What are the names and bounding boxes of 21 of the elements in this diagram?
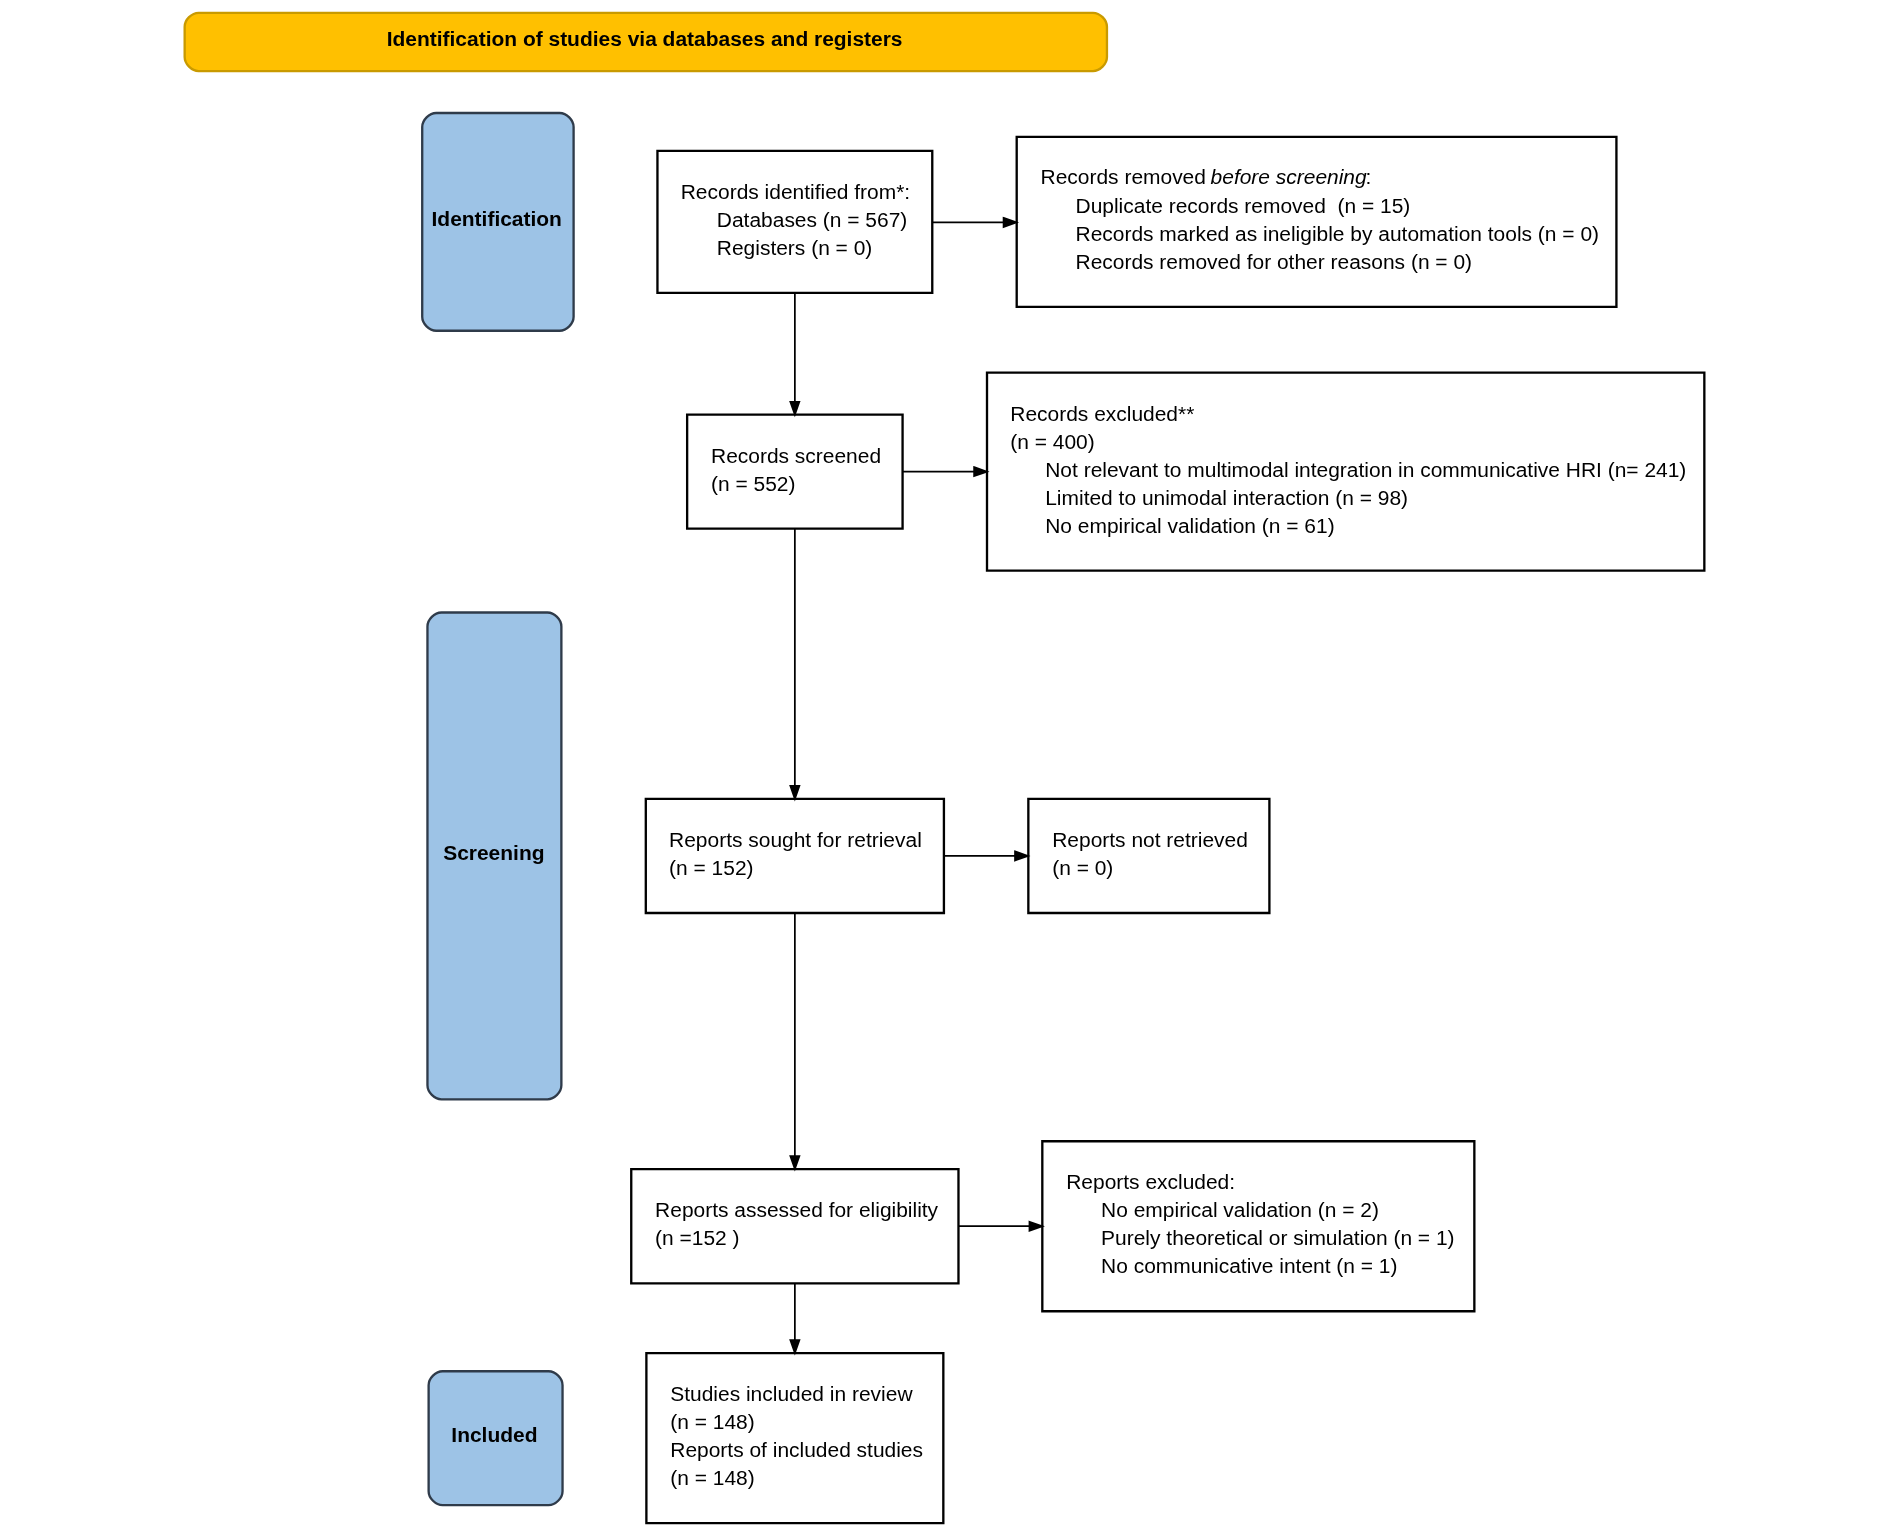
node-box: Included bbox=[426, 1370, 564, 1507]
arrow bbox=[957, 1220, 1045, 1232]
node-box: Records excluded** (n = 400) Not relevant to multimodal integration in communicative HRI (n= 241) Limited to unimodal interaction (n = 98) No empirical validation (n = 61) bbox=[985, 371, 1705, 572]
arrow bbox=[788, 292, 801, 418]
node-box: Records identified from*: Databases (n = 567) Registers (n = 0) bbox=[655, 149, 933, 295]
node-box: Records screened (n = 552) bbox=[685, 413, 904, 530]
node-box: Records removed before screening: Duplicate records removed (n = 15) Records marked as ineligible by automation tools (n = 0) Records removed for other reasons (n = 0) bbox=[1015, 135, 1618, 308]
node-box: Identification of studies via databases and registers bbox=[183, 11, 1108, 73]
node-box: Studies included in review (n = 148) Reports of included studies (n = 148) bbox=[644, 1352, 944, 1525]
node-box: Reports not retrieved (n = 0) bbox=[1026, 797, 1271, 915]
arrow bbox=[942, 850, 1030, 862]
node-box: Identification bbox=[420, 111, 575, 332]
node-box: Reports excluded: No empirical validation (n = 2) Purely theoretical or simulation (n = 1) No communicative intent (n = 1) bbox=[1040, 1140, 1475, 1313]
node-box: Screening bbox=[425, 611, 563, 1101]
arrow bbox=[788, 527, 801, 802]
arrow bbox=[788, 912, 801, 1172]
node-box: Reports assessed for eligibility (n =152 ) bbox=[629, 1168, 960, 1285]
node-box: Reports sought for retrieval (n = 152) bbox=[644, 797, 945, 915]
arrow bbox=[901, 465, 990, 478]
arrow bbox=[788, 1282, 801, 1356]
arrow bbox=[931, 216, 1019, 229]
